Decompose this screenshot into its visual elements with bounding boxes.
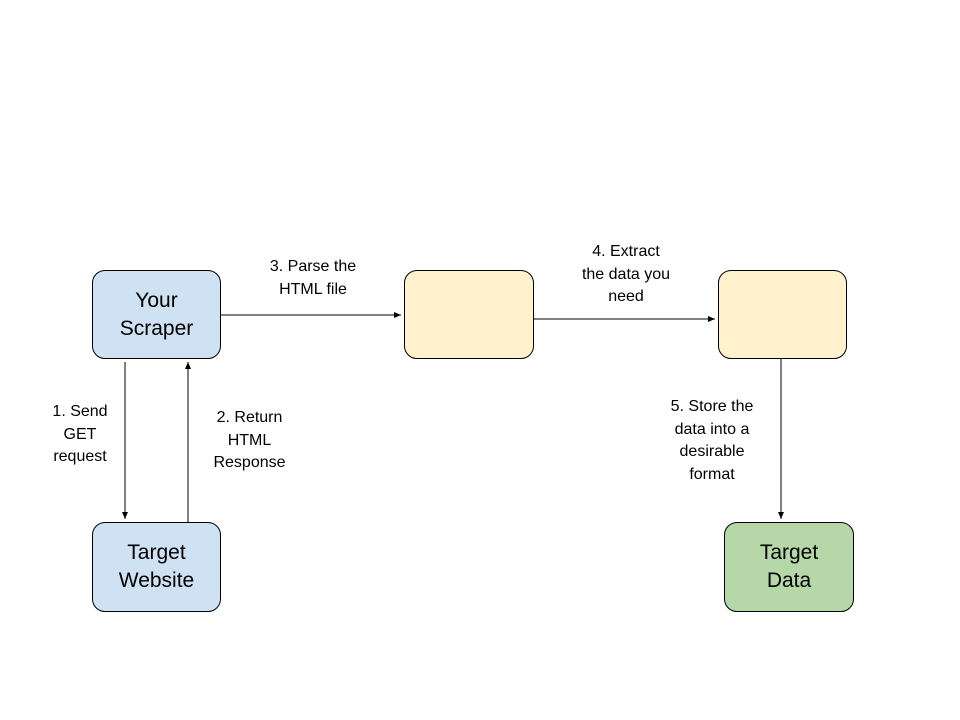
target-website-node: Target Website (92, 522, 221, 612)
extract-data-label: 4. Extract the data you need (581, 243, 671, 305)
target-website-label: Target Website (118, 541, 195, 592)
return-html-response-label: 2. Return HTML Response (213, 409, 286, 471)
your-scraper-label: Your Scraper (119, 288, 194, 340)
parse-html-file-label: 3. Parse the HTML file (269, 258, 357, 298)
target-data-node: Target Data (724, 522, 854, 612)
target-data-label: Target Data (759, 541, 819, 592)
store-data-label: 5. Store the data into a desirable forma… (670, 398, 754, 483)
your-scraper-node: Your Scraper (92, 270, 221, 359)
send-get-request-label: 1. Send GET request (52, 403, 108, 465)
html-file-node (404, 270, 534, 359)
extracted-data-node (718, 270, 847, 359)
